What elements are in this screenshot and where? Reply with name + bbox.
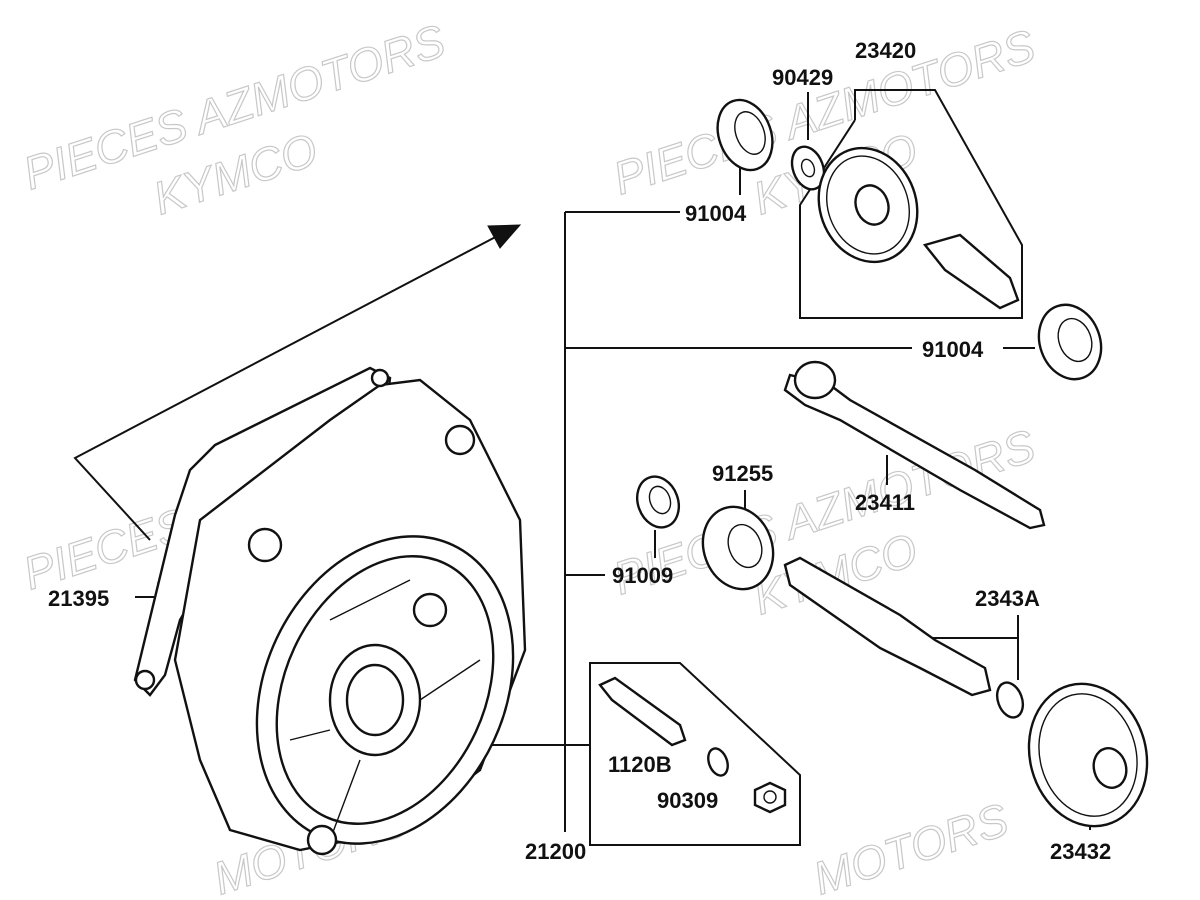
washer-90429-drawing (790, 145, 826, 191)
part-label-90429: 90429 (772, 65, 833, 90)
gearbox-cover-drawing (133, 366, 527, 856)
group-bracket-bolt (589, 662, 801, 846)
nut-hole (763, 790, 777, 804)
cover-bearing-hole (345, 663, 405, 737)
seal-inner (727, 523, 763, 569)
gasket-hole (134, 669, 156, 691)
gear-teeth-ring (1038, 693, 1138, 817)
washer-outer (790, 145, 826, 191)
part-label-91255: 91255 (712, 461, 773, 486)
assembly-arrow-line (73, 231, 506, 541)
arrow-head-icon (487, 224, 522, 249)
gear-23420-drawing (817, 146, 1020, 310)
gear-teeth-ring (826, 155, 910, 255)
part-label-2343A: 2343A (975, 586, 1040, 611)
nut-90309 (753, 781, 787, 814)
final-shaft-drawing (783, 556, 992, 697)
part-label-91004-mid: 91004 (922, 337, 984, 362)
part-label-21200: 21200 (525, 839, 586, 864)
cover-mount-boss (444, 424, 476, 456)
bearing-91004-top-drawing (716, 98, 774, 172)
bolt-1120B (598, 676, 687, 747)
bolt-group-drawing (598, 676, 787, 814)
gasket-hole (370, 368, 390, 388)
cover-rib (329, 759, 361, 841)
gear-shaft (922, 233, 1020, 310)
leader-lines (73, 89, 1091, 846)
seal-outer (701, 505, 775, 591)
washer-hole (800, 158, 816, 178)
bearing-outer (1037, 303, 1103, 381)
gear-23432-drawing (1027, 682, 1149, 828)
bearing-inner (1057, 317, 1093, 363)
bearing-inner (648, 485, 672, 515)
circlip-2343A-drawing (995, 681, 1025, 719)
seal-91255-drawing (701, 505, 775, 591)
part-label-91009: 91009 (612, 563, 673, 588)
shaft-body (783, 373, 1046, 530)
watermark-text: MOTORS (807, 793, 1015, 900)
part-label-23432: 23432 (1050, 839, 1111, 864)
bearing-outer (636, 475, 680, 529)
cover-mount-boss (412, 592, 448, 628)
shaft-23411-drawing (783, 360, 1046, 530)
part-label-1120B: 1120B (608, 752, 672, 777)
part-label-21395: 21395 (48, 586, 109, 611)
final-shaft-body (783, 556, 992, 697)
shaft-pinion (793, 360, 837, 400)
gear-body (1027, 682, 1149, 828)
bearing-91004-mid-drawing (1037, 303, 1103, 381)
part-labels: 23420 90429 91004 91004 91255 23411 9100… (48, 38, 1111, 864)
cover-mount-boss (247, 527, 283, 563)
group-bracket-23420 (799, 89, 1023, 319)
circlip (995, 681, 1025, 719)
cover-rib (329, 579, 411, 621)
cover-rib (419, 659, 481, 701)
bearing-inner (734, 111, 766, 155)
cover-rib (289, 729, 331, 741)
gear-hub (854, 184, 890, 226)
part-label-23411: 23411 (855, 490, 915, 515)
bearing-91009-drawing (636, 475, 680, 529)
gear-hub (1092, 747, 1128, 789)
part-label-23420: 23420 (855, 38, 916, 63)
part-label-90309: 90309 (657, 788, 718, 813)
cover-mount-boss (306, 824, 338, 856)
washer (707, 747, 729, 777)
part-label-91004-top: 91004 (685, 201, 747, 226)
